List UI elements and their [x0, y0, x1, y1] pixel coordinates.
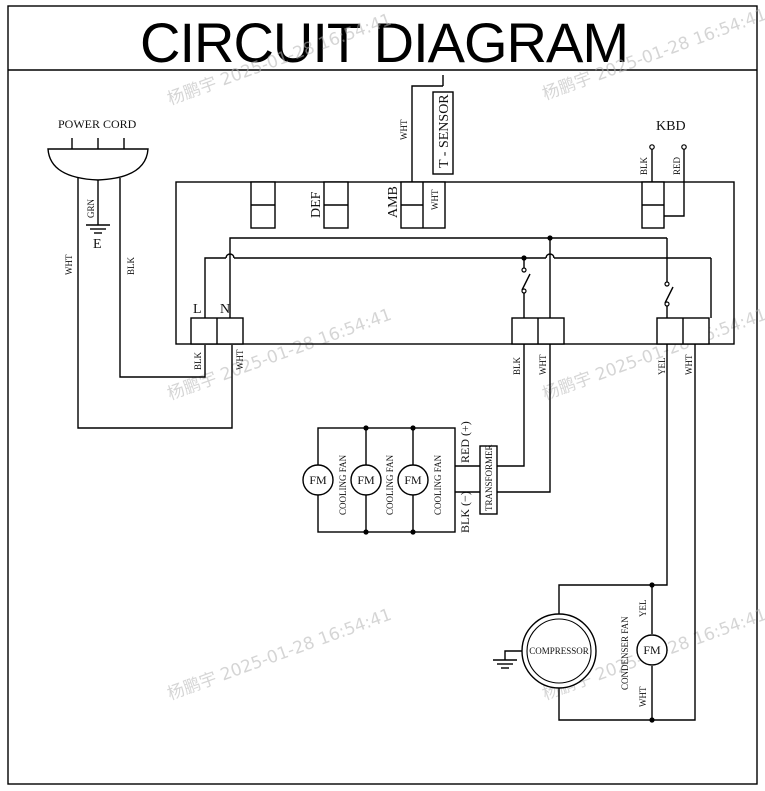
internal-bus — [204, 257, 226, 318]
connector-unlabeled — [250, 181, 276, 229]
transformer-wire-wht — [497, 344, 551, 493]
fm-label: FM — [643, 643, 661, 657]
condenser-fan-label: CONDENSER FAN — [620, 616, 630, 690]
connector-fan — [511, 317, 565, 345]
cooling-fan-label: COOLING FAN — [433, 454, 443, 515]
watermark-group: 杨鹏宇 2025-01-28 16:54:41 杨鹏宇 2025-01-28 1… — [165, 5, 765, 705]
connector-def — [323, 181, 349, 229]
t-sensor-box — [432, 91, 454, 175]
wht-wire-label: WHT — [64, 254, 74, 275]
transformer-label: TRANSFORMER — [484, 444, 494, 511]
cooling-fan-1: FM — [302, 464, 334, 496]
transformer-wire-blk — [497, 344, 525, 467]
fm-label: FM — [357, 473, 375, 487]
cord-wire-wht — [77, 178, 233, 429]
n-terminal-label: N — [220, 302, 230, 317]
comp-wht-label: WHT — [684, 354, 694, 375]
control-board — [175, 181, 735, 345]
cond-wht-label: WHT — [638, 686, 648, 707]
cooling-fan-2: FM — [350, 464, 382, 496]
junction-dot — [547, 235, 553, 241]
cooling-fan-3: FM — [397, 464, 429, 496]
fm-label: FM — [404, 473, 422, 487]
ln-blk-label: BLK — [193, 351, 203, 370]
transformer-box — [479, 445, 498, 515]
kbd-label: KBD — [656, 119, 686, 134]
cord-wire-blk — [119, 178, 206, 378]
connector-compressor — [656, 317, 710, 345]
condenser-fan: FM — [636, 634, 668, 666]
relay-switch — [521, 267, 531, 318]
red-plus-label: RED (+) — [458, 421, 472, 463]
compressor: COMPRESSOR — [521, 613, 597, 689]
t-sensor-label: T - SENSOR — [437, 94, 452, 168]
fan-wht-label: WHT — [538, 354, 548, 375]
kbd-blk-label: BLK — [639, 156, 649, 175]
watermark-text: 杨鹏宇 2025-01-28 16:54:41 — [540, 305, 765, 405]
comp-wire-wht — [558, 344, 696, 721]
internal-bus — [229, 237, 550, 318]
compressor-label: COMPRESSOR — [529, 646, 589, 656]
cooling-fan-label: COOLING FAN — [338, 454, 348, 515]
ground-icon — [86, 224, 110, 234]
comp-ground-wire — [504, 650, 522, 660]
kbd-red-label: RED — [672, 156, 682, 175]
earth-label: E — [93, 237, 102, 252]
kbd-wire-red — [664, 149, 685, 217]
comp-yel-label: YEL — [657, 358, 667, 376]
amb-label: AMB — [386, 186, 401, 218]
relay-switch — [664, 281, 674, 318]
comp-wire-yel — [558, 344, 668, 615]
ground-icon — [493, 659, 517, 669]
l-terminal-label: L — [193, 302, 202, 317]
junction-dot — [521, 255, 527, 261]
fan-blk-label: BLK — [512, 356, 522, 375]
fm-label: FM — [309, 473, 327, 487]
blk-minus-label: BLK (−) — [458, 491, 472, 533]
diagram-border — [7, 5, 758, 785]
sensor-wht-label: WHT — [399, 119, 409, 140]
kbd-terminal — [681, 144, 687, 150]
grn-wire-label: GRN — [86, 198, 96, 218]
connector-ln — [190, 317, 244, 345]
ln-wht-label: WHT — [235, 349, 245, 370]
watermark-text: 杨鹏宇 2025-01-28 16:54:41 — [165, 605, 395, 705]
connector-amb — [400, 181, 446, 229]
power-cord-label: POWER CORD — [58, 117, 137, 131]
connector-kbd — [641, 181, 665, 229]
power-plug — [47, 148, 149, 181]
kbd-terminal — [649, 144, 655, 150]
sensor-wire — [411, 85, 443, 182]
amb-wht-label: WHT — [430, 189, 440, 210]
blk-wire-label: BLK — [126, 256, 136, 275]
def-label: DEF — [309, 191, 324, 218]
diagram-title: CIRCUIT DIAGRAM — [140, 11, 628, 74]
cond-yel-label: YEL — [638, 600, 648, 618]
cooling-fan-label: COOLING FAN — [385, 454, 395, 515]
